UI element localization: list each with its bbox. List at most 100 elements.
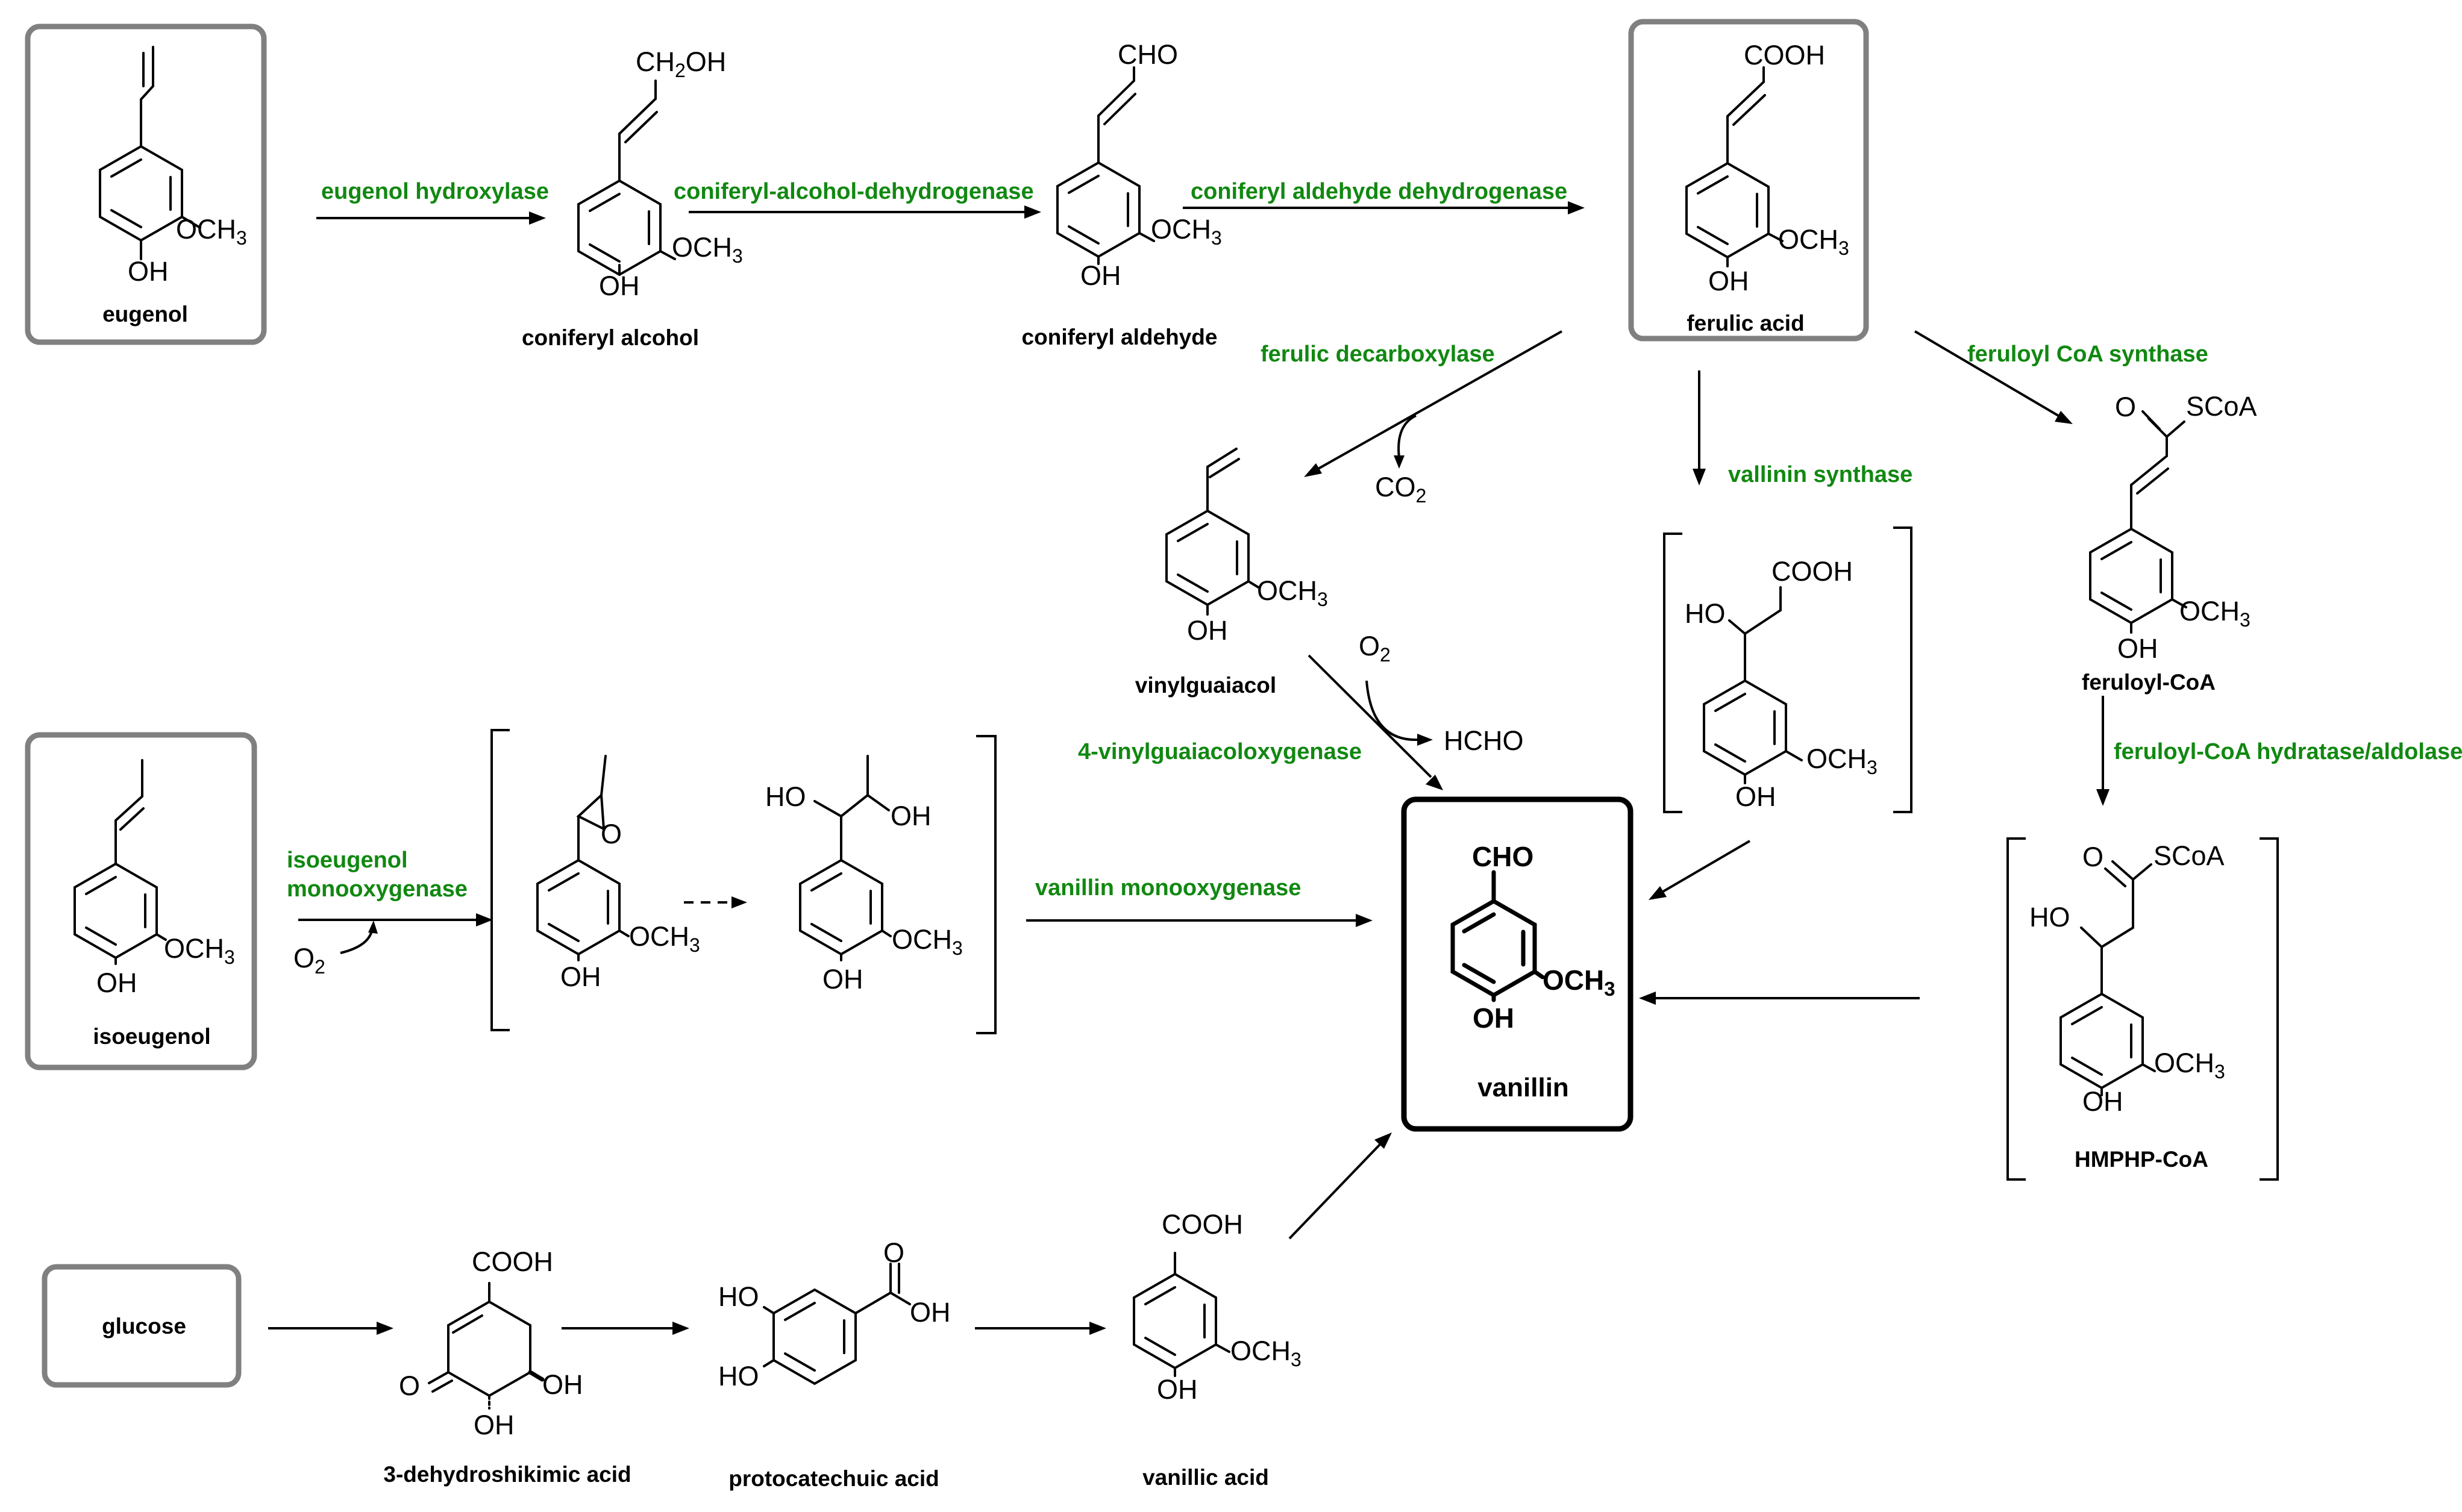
coniferyl-alcohol-ch2oh-label: CH2OH <box>636 46 726 81</box>
coniferyl-alcohol-structure: CH2OH OCH3 OH <box>577 46 743 301</box>
ferulic-acid-structure: COOH OCH3 OH <box>1685 40 1849 296</box>
protocatechuic-ho-top-label: HO <box>718 1281 759 1312</box>
diol-oh-top-label: OH <box>891 801 932 831</box>
ferulic-acid-och3-label: OCH3 <box>1778 224 1849 259</box>
vanillin-och3-label: OCH3 <box>1543 964 1615 1000</box>
protocatechuic-oh-acid-label: OH <box>910 1297 951 1328</box>
hmphp-o-label: O <box>2082 842 2103 872</box>
vanillin-label: vanillin <box>1477 1073 1569 1102</box>
hydroxy-acid-intermediate: COOH HO OCH3 OH <box>1663 526 1912 813</box>
dehydroshikimic-acid-structure: COOH O OH OH <box>399 1246 583 1440</box>
coniferyl-alcohol-oh-label: OH <box>599 270 640 301</box>
epoxide-o-label: O <box>601 819 622 849</box>
feruloyl-coa-structure: O SCoA OCH3 OH <box>2089 391 2257 664</box>
vallinin-synthase-label: vallinin synthase <box>1728 462 1912 487</box>
vinylguaiacol-oh-label: OH <box>1187 615 1228 646</box>
hmphp-right-bracket <box>2260 837 2279 1181</box>
vanillin-oh-label: OH <box>1473 1002 1514 1034</box>
arrow-intermediate-to-vanillin <box>1662 840 1751 893</box>
eugenol-label: eugenol <box>102 302 188 326</box>
protocatechuic-o-label: O <box>883 1237 904 1268</box>
hcho-label: HCHO <box>1444 725 1524 756</box>
arrow-vinylguaiacol-oxygenase <box>1308 654 1432 778</box>
epoxide-intermediate: O OCH3 OH <box>536 755 700 992</box>
diol-intermediate: HO OH OCH3 OH <box>765 755 963 995</box>
epoxide-oh-label: OH <box>560 961 601 992</box>
coniferyl-aldehyde-structure: CHO OCH3 OH <box>1056 39 1222 291</box>
vinylguaiacol-och3-label: OCH3 <box>1257 575 1328 610</box>
iso-left-bracket <box>490 729 510 1031</box>
coniferyl-alcohol-label: coniferyl alcohol <box>522 325 699 350</box>
feruloyl-coa-hydratase-aldolase-label: feruloyl-CoA hydratase/aldolase <box>2114 739 2462 764</box>
hmphp-och3-label: OCH3 <box>2154 1048 2225 1082</box>
isoeugenol-oh-label: OH <box>96 967 137 998</box>
arrow-vanillic-to-vanillin <box>1288 1143 1381 1240</box>
ferulic-acid-label: ferulic acid <box>1687 311 1804 336</box>
vanillic-acid-structure: COOH OCH3 OH <box>1133 1209 1301 1405</box>
vinylguaiacol-label: vinylguaiacol <box>1135 673 1276 698</box>
isoeugenol-monooxygenase-label-2: monooxygenase <box>287 876 468 902</box>
feruloyl-coa-label: feruloyl-CoA <box>2082 670 2216 695</box>
isoeugenol-och3-label: OCH3 <box>164 933 235 968</box>
ferulic-acid-oh-label: OH <box>1708 266 1749 296</box>
coniferyl-alcohol-dehydrogenase-label: coniferyl-alcohol-dehydrogenase <box>674 179 1034 204</box>
vanillin-structure: CHO OCH3 OH <box>1450 841 1615 1034</box>
diol-och3-label: OCH3 <box>892 924 963 959</box>
coniferyl-aldehyde-oh-label: OH <box>1080 260 1121 291</box>
dehydroshikimic-oh-bottom-label: OH <box>474 1410 515 1440</box>
ferulic-acid-box <box>1628 19 1869 342</box>
arrow-o2-uptake <box>340 927 374 954</box>
intermediate-och3-label: OCH3 <box>1806 743 1878 778</box>
iso-right-bracket <box>976 735 997 1034</box>
intermediate-oh-label: OH <box>1735 781 1776 812</box>
coniferyl-aldehyde-cho-label: CHO <box>1118 39 1178 70</box>
vanillin-monooxygenase-label: vanillin monooxygenase <box>1035 875 1301 901</box>
arrow-co2-release <box>1397 414 1417 458</box>
arrow-hcho-release <box>1365 680 1418 742</box>
feruloyl-coa-synthase-label: feruloyl CoA synthase <box>1967 342 2208 367</box>
isoeugenol-start-box <box>25 732 257 1070</box>
hmphp-coa-structure: O SCoA HO OCH3 OH <box>2029 840 2225 1117</box>
ferulic-decarboxylase-label: ferulic decarboxylase <box>1261 342 1495 367</box>
ferulic-acid-cooh-label: COOH <box>1744 40 1825 70</box>
feruloyl-coa-och3-label: OCH3 <box>2179 596 2251 631</box>
eugenol-oh-label: OH <box>128 256 169 287</box>
feruloyl-coa-oh-label: OH <box>2117 633 2158 664</box>
hmphp-scoa-label: SCoA <box>2153 840 2225 871</box>
vanillin-cho-label: CHO <box>1472 841 1533 872</box>
vanillin-product-box <box>1401 796 1634 1132</box>
o2-vinyl-label: O2 <box>1359 631 1391 666</box>
isoeugenol-monooxygenase-label-1: isoeugenol <box>287 848 408 873</box>
hmphp-left-bracket <box>2006 837 2026 1181</box>
vinylguaiacol-oxygenase-label: 4-vinylguaiacoloxygenase <box>1078 739 1362 764</box>
diol-ho-label: HO <box>765 781 806 812</box>
coniferyl-alcohol-och3-label: OCH3 <box>672 232 743 267</box>
vanillic-oh-label: OH <box>1157 1374 1198 1405</box>
intermediate-ho-label: HO <box>1685 598 1726 629</box>
right-bracket <box>1893 526 1912 813</box>
dashed-arrowhead <box>731 896 747 908</box>
arrow-feruloyl-coa-synthase <box>1914 330 2059 417</box>
coniferyl-aldehyde-dehydrogenase-label: coniferyl aldehyde dehydrogenase <box>1191 179 1567 204</box>
coniferyl-aldehyde-och3-label: OCH3 <box>1151 214 1222 249</box>
isoeugenol-label: isoeugenol <box>93 1024 210 1049</box>
vanillic-och3-label: OCH3 <box>1230 1335 1301 1370</box>
diol-oh-label: OH <box>822 964 863 995</box>
left-bracket <box>1663 533 1682 813</box>
dehydroshikimic-oh-right-label: OH <box>542 1369 583 1400</box>
eugenol-start-box <box>25 23 267 345</box>
feruloyl-coa-o-label: O <box>2115 392 2136 422</box>
epoxide-och3-label: OCH3 <box>629 921 700 956</box>
o2-iso-label: O2 <box>293 943 325 978</box>
arrow-ferulic-decarboxylase <box>1318 330 1562 470</box>
dehydroshikimic-cooh-label: COOH <box>472 1246 553 1277</box>
coniferyl-aldehyde-label: coniferyl aldehyde <box>1022 325 1218 349</box>
eugenol-hydroxylase-label: eugenol hydroxylase <box>321 179 549 204</box>
protocatechuic-acid-structure: O OH HO HO <box>718 1237 951 1392</box>
hmphp-oh-label: OH <box>2082 1086 2123 1117</box>
eugenol-structure: OCH3 OH <box>99 46 247 287</box>
protocatechuic-ho-bottom-label: HO <box>718 1361 759 1392</box>
co2-label: CO2 <box>1375 472 1426 507</box>
vanillic-acid-label: vanillic acid <box>1142 1465 1269 1490</box>
